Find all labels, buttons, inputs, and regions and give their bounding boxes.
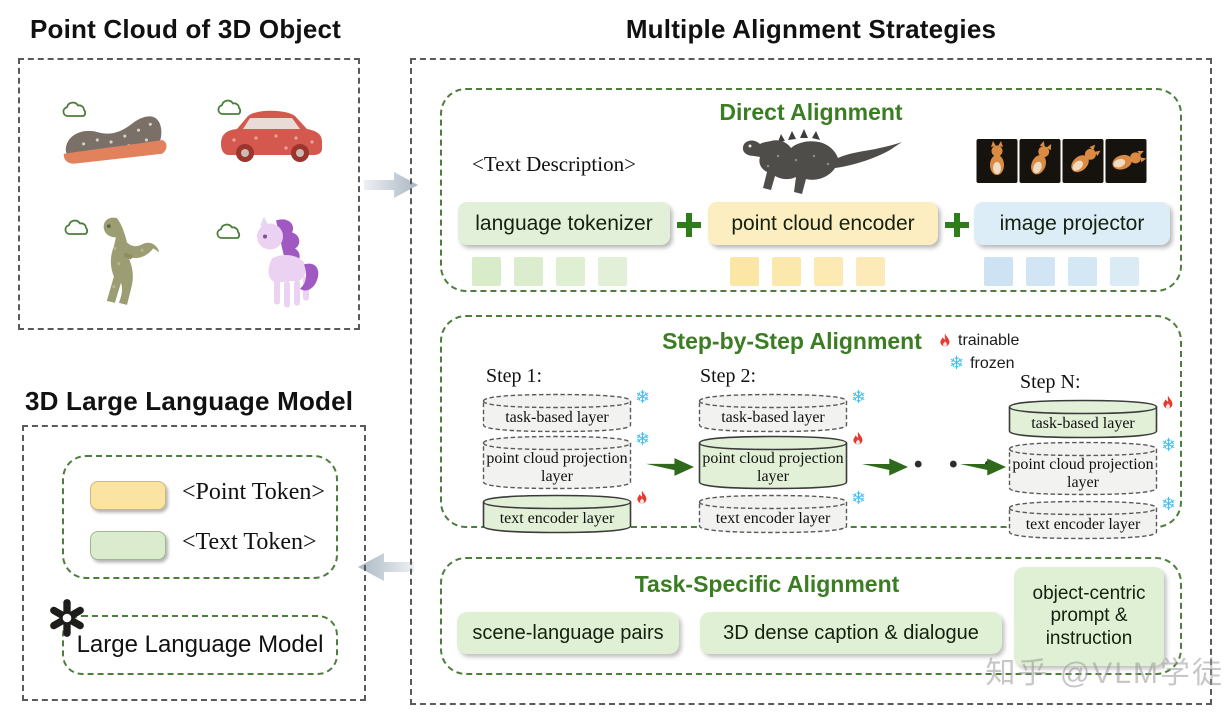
snowflake-icon: ❄: [635, 429, 651, 450]
step-2-label: Step 2:: [700, 365, 757, 387]
snowflake-icon: ❄: [1161, 494, 1177, 515]
text-description: <Text Description>: [472, 152, 636, 176]
legend-frozen: ❄ frozen: [949, 355, 1015, 373]
cloud-icon: [62, 101, 87, 117]
step-arrow-icon: [646, 458, 694, 476]
image-projector-module: image projector: [974, 202, 1170, 245]
object-centric-prompt-box: object-centric prompt & instruction: [1014, 567, 1164, 666]
godzilla-point-cloud-image: [742, 129, 902, 194]
sneaker-point-cloud-image: [63, 116, 167, 164]
language-tokenizer-module: language tokenizer: [458, 202, 670, 245]
cloud-icon: [217, 99, 242, 115]
plus-icon: [945, 213, 969, 237]
step-arrow-icon: [862, 458, 908, 476]
layer-cylinder: text encoder layer ❄: [1008, 496, 1176, 540]
flow-arrow-right-icon: [364, 172, 418, 198]
flame-icon: [940, 333, 950, 346]
llm-label: Large Language Model: [76, 631, 324, 658]
point-token-swatch: [90, 481, 166, 510]
layer-cylinder: task-based layer ❄: [698, 389, 866, 433]
step-2-stack: task-based layer ❄ point cloud projectio…: [698, 389, 866, 534]
step-1-label: Step 1:: [486, 365, 543, 387]
step-1-stack: task-based layer ❄ point cloud projectio…: [482, 389, 650, 534]
snowflake-icon: ❄: [949, 353, 965, 374]
pony-point-cloud-image: [257, 216, 319, 308]
point-token-squares: [730, 257, 885, 286]
point-cloud-title: Point Cloud of 3D Object: [30, 14, 342, 44]
direct-alignment-box: Direct Alignment <Text Description>: [440, 88, 1182, 292]
llm-box: Large Language Model: [62, 615, 338, 675]
flame-icon: [851, 431, 869, 449]
dinosaur-point-cloud-image: [103, 217, 160, 305]
car-point-cloud-image: [221, 110, 322, 162]
strategies-panel: [410, 58, 1212, 705]
llm-title: 3D Large Language Model: [25, 386, 354, 416]
watermark: 知乎 @VLM学徒: [985, 657, 1224, 690]
step-alignment-box: Step-by-Step Alignment trainable ❄ froze…: [440, 315, 1182, 540]
layer-cylinder: text encoder layer: [482, 490, 647, 534]
snowflake-icon: ❄: [851, 387, 867, 408]
token-legend-box: <Point Token> <Text Token>: [62, 455, 338, 579]
task-alignment-title: Task-Specific Alignment: [634, 571, 900, 597]
llm-panel: <Point Token> <Text Token> Large Languag…: [22, 425, 366, 701]
layer-cylinder: text encoder layer ❄: [698, 490, 866, 534]
trainable-label: trainable: [958, 332, 1020, 349]
cloud-icon: [64, 219, 89, 235]
dense-caption-dialogue-box: 3D dense caption & dialogue: [700, 612, 1002, 654]
flame-icon: [1161, 395, 1179, 413]
image-token-squares: [984, 257, 1139, 286]
text-token-squares: [472, 257, 627, 286]
step-n-stack: task-based layer point cloud projection …: [1008, 395, 1176, 540]
flame-icon: [635, 490, 653, 508]
openai-logo-icon: [50, 599, 84, 637]
layer-cylinder: task-based layer ❄: [482, 389, 650, 433]
layer-cylinder: task-based layer: [1008, 395, 1173, 439]
point-token-label: <Point Token>: [182, 479, 325, 505]
strategies-title: Multiple Alignment Strategies: [625, 14, 997, 44]
snowflake-icon: ❄: [1161, 435, 1177, 456]
task-alignment-box: Task-Specific Alignment scene-language p…: [440, 557, 1182, 675]
step-arrow-icon: [960, 458, 1006, 476]
frozen-label: frozen: [970, 355, 1015, 372]
cloud-icon: [216, 223, 241, 239]
text-token-swatch: [90, 531, 166, 560]
flow-arrow-left-icon: [358, 553, 414, 581]
text-token-label: <Text Token>: [182, 529, 317, 555]
legend-trainable: trainable: [938, 332, 1019, 350]
direct-alignment-title: Direct Alignment: [719, 99, 903, 125]
step-n-label: Step N:: [1020, 371, 1081, 393]
corgi-multiview-image: [976, 139, 1147, 183]
snowflake-icon: ❄: [851, 488, 867, 509]
point-cloud-encoder-module: point cloud encoder: [708, 202, 938, 245]
step-alignment-title: Step-by-Step Alignment: [662, 328, 922, 354]
layer-cylinder: point cloud projection layer ❄: [1008, 437, 1176, 496]
point-cloud-panel: [18, 58, 360, 330]
plus-icon: [677, 213, 701, 237]
scene-language-pairs-box: scene-language pairs: [457, 612, 679, 654]
snowflake-icon: ❄: [635, 387, 651, 408]
layer-cylinder: point cloud projection layer ❄: [482, 431, 650, 490]
layer-cylinder: point cloud projection layer: [698, 431, 863, 490]
